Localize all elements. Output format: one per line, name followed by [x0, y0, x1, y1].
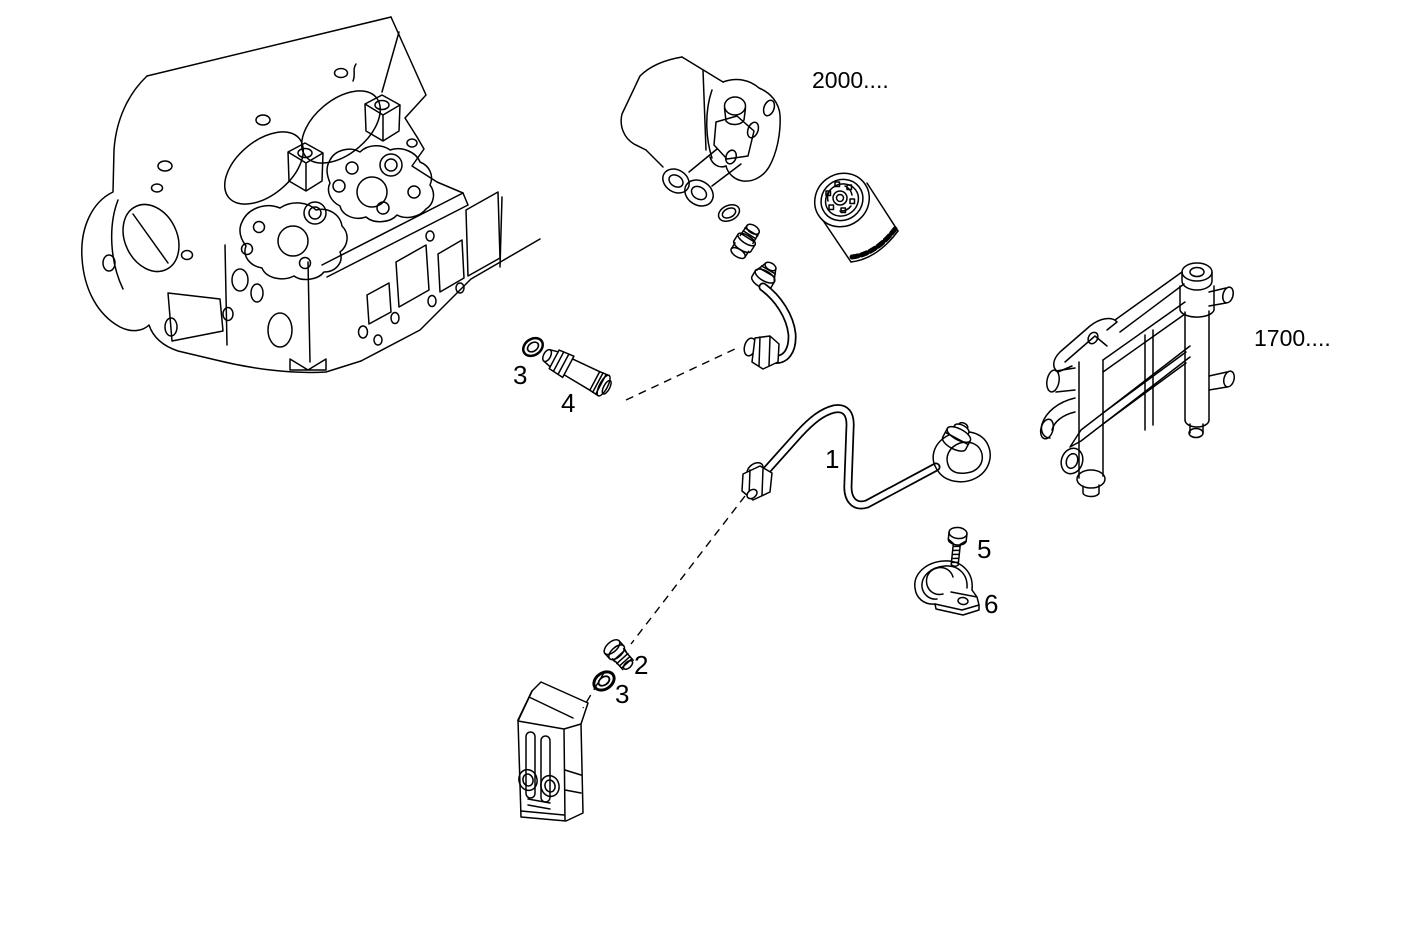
- pipe-union-nut: [741, 461, 773, 501]
- callout-3-lower: 3: [615, 679, 629, 709]
- heat-exchanger-frame: [1039, 262, 1236, 498]
- mounting-bracket: [517, 681, 589, 822]
- filter-head-threaded-fitting: [730, 223, 761, 260]
- callout-5: 5: [977, 534, 991, 564]
- assembly-ref-2000: 2000....: [812, 67, 889, 93]
- extension-fitting: [542, 348, 612, 397]
- oil-delivery-pipe: [741, 404, 991, 510]
- callout-3-upper: 3: [513, 360, 527, 390]
- leader-fitting4-to-pipe: [625, 347, 738, 401]
- leader-washer-to-bracket: [582, 670, 606, 709]
- assembly-ref-1700: 1700....: [1254, 325, 1331, 351]
- union-fitting: [603, 638, 634, 671]
- pipe-banjo-fitting: [941, 421, 972, 452]
- pipe-clamp: [914, 560, 980, 616]
- callout-6: 6: [984, 589, 998, 619]
- oil-filter-head: [620, 56, 781, 207]
- callout-1: 1: [825, 444, 839, 474]
- oil-filter-cartridge: [813, 172, 899, 263]
- filter-inlet-pipe: [758, 282, 797, 364]
- filter-pipe-nut: [743, 335, 780, 370]
- filter-head-seal-ring: [717, 204, 741, 222]
- seal-washer-upper: [522, 336, 544, 358]
- assembly-leader-lines: [582, 347, 746, 709]
- leader-pipe-to-fitting2: [630, 495, 746, 645]
- fixing-bolt: [947, 526, 968, 568]
- engine-cylinder-head: [81, 16, 541, 374]
- callout-2: 2: [634, 650, 648, 680]
- callout-4: 4: [561, 388, 575, 418]
